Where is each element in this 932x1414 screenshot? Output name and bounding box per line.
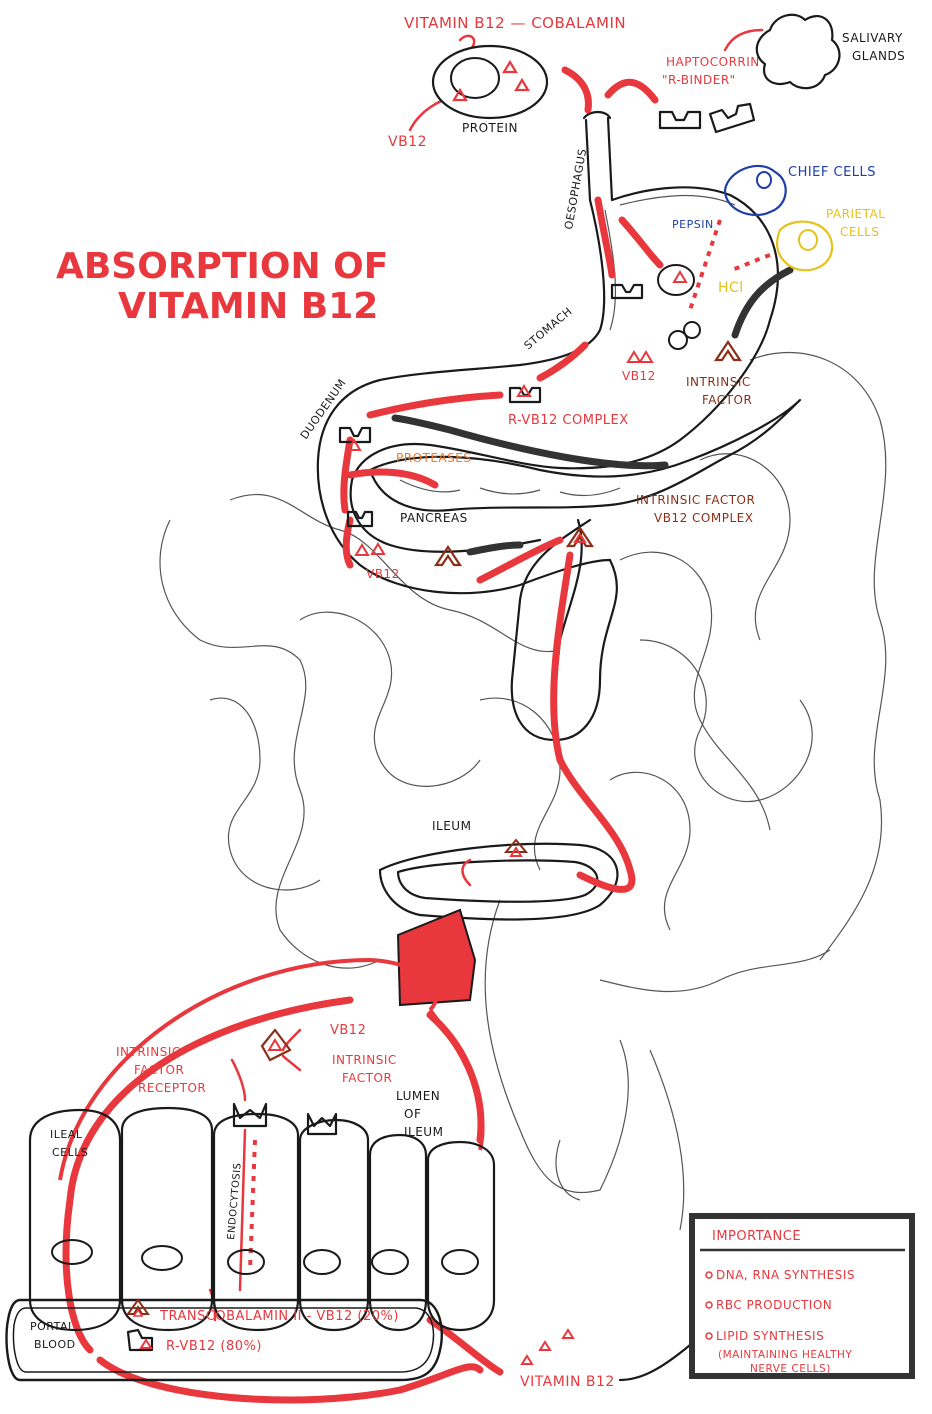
portal-blood-vessel [5, 1298, 443, 1382]
chief-cells-icon [723, 164, 787, 217]
label-ifr-1: INTRINSIC [116, 1045, 181, 1059]
label-ileal-1: ILEAL [50, 1128, 83, 1141]
dotted-paths [248, 219, 771, 1271]
label-intrinsic: INTRINSIC [686, 375, 751, 389]
ileal-cells [28, 1028, 496, 1332]
title-line-1: ABSORPTION OF [56, 246, 388, 287]
importance-item-3: LIPID SYNTHESIS [716, 1329, 824, 1343]
label-if-complex-2: VB12 COMPLEX [654, 511, 753, 525]
label-oesophagus: OESOPHAGUS [562, 147, 589, 230]
ileum-section-highlight [396, 908, 477, 1007]
importance-note-2: NERVE CELLS) [750, 1363, 831, 1375]
pancreas [368, 398, 802, 512]
ileum-inset [58, 957, 485, 1181]
label-ifr-2: FACTOR [134, 1063, 184, 1077]
haptocorrin-icons [658, 102, 756, 134]
label-ifr-3: RECEPTOR [138, 1081, 206, 1095]
label-proteases: PROTEASES [396, 451, 471, 465]
salivary-glands-icon [755, 13, 841, 90]
protein-cobalamin [431, 44, 549, 120]
label-salivary: SALIVARY [842, 31, 903, 45]
label-factor: FACTOR [702, 393, 752, 407]
label-r-binder: "R-BINDER" [662, 73, 736, 87]
oesophagus [582, 110, 614, 202]
label-haptocorrin: HAPTOCORRIN [666, 55, 760, 69]
label-vb12-inset: VB12 [330, 1023, 366, 1038]
label-lumen-3: ILEUM [404, 1125, 443, 1139]
label-pancreas: PANCREAS [400, 511, 468, 525]
label-vb12-stomach: VB12 [622, 369, 656, 383]
label-cells: CELLS [840, 225, 879, 239]
ileum [378, 842, 619, 921]
label-if-inset-1: INTRINSIC [332, 1053, 397, 1067]
label-ileum: ILEUM [432, 819, 471, 833]
label-protein: PROTEIN [462, 121, 518, 135]
label-vitamin-b12-out: VITAMIN B12 [520, 1374, 615, 1390]
label-portal-1: PORTAL [30, 1320, 75, 1333]
importance-box [689, 1213, 915, 1379]
label-vb12-top: VB12 [388, 134, 427, 150]
importance-heading: IMPORTANCE [712, 1229, 801, 1244]
importance-item-2: RBC PRODUCTION [716, 1298, 832, 1312]
stomach-contents [338, 264, 743, 857]
label-chief-cells: CHIEF CELLS [788, 165, 876, 180]
label-hcl: HCl [718, 280, 744, 296]
intestine-background [159, 352, 887, 1231]
dark-arrows [391, 266, 794, 556]
label-tc2: TRANSCOBALAMIN II - VB12 (20%) [159, 1309, 399, 1324]
label-vb12-duo: VB12 [366, 567, 400, 581]
label-r-complex: R-VB12 COMPLEX [508, 413, 629, 428]
label-lumen-2: OF [404, 1107, 421, 1121]
label-pepsin: PEPSIN [672, 218, 714, 231]
stomach [316, 186, 779, 595]
parietal-cells-icon [776, 220, 834, 272]
label-ileal-2: CELLS [52, 1146, 88, 1159]
vitamin-b12-free [520, 1328, 692, 1382]
label-portal-2: BLOOD [34, 1338, 76, 1351]
label-if-complex-1: INTRINSIC FACTOR [636, 493, 755, 507]
label-lumen-1: LUMEN [396, 1089, 440, 1103]
label-rvb: R-VB12 (80%) [166, 1339, 262, 1354]
label-vitamin-header: VITAMIN B12 — COBALAMIN [404, 14, 626, 32]
title-line-2: VITAMIN B12 [118, 286, 378, 327]
label-glands: GLANDS [852, 49, 905, 63]
label-if-inset-2: FACTOR [342, 1071, 392, 1085]
flow-arrows [62, 28, 764, 1404]
label-stomach: STOMACH [522, 305, 575, 353]
importance-item-1: DNA, RNA SYNTHESIS [716, 1268, 855, 1282]
label-parietal: PARIETAL [826, 207, 885, 221]
importance-note-1: (MAINTAINING HEALTHY [718, 1349, 852, 1361]
